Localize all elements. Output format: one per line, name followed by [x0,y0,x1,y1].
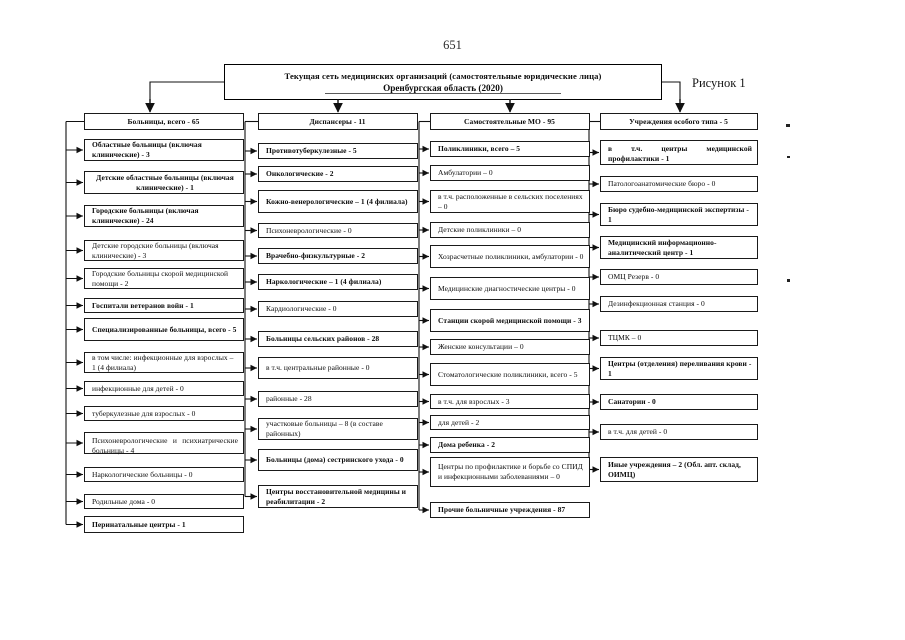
node-dispensaries-8: в т.ч. центральные районные - 0 [258,357,418,379]
node-hospitals-4: Городские больницы скорой медицинской по… [84,268,244,289]
node-special-type-6: ТЦМК – 0 [600,330,758,346]
figure-caption: Рисунок 1 [692,76,746,90]
diagram-title-box: Текущая сеть медицинских организаций (са… [224,64,662,100]
node-hospitals-13: Перинатальные центры - 1 [84,516,244,533]
node-independent-mo-5: Медицинские диагностические центры - 0 [430,277,590,300]
node-dispensaries-10: участковые больницы – 8 (в составе район… [258,418,418,440]
node-special-type-5: Дезинфекционная станция - 0 [600,296,758,312]
node-special-type-7: Центры (отделения) переливания крови - 1 [600,357,758,380]
node-independent-mo-4: Хозрасчетные поликлиники, амбулатории - … [430,245,590,268]
node-special-type-4: ОМЦ Резерв - 0 [600,269,758,285]
node-independent-mo-12: Центры по профилактике и борьбе со СПИД … [430,457,590,487]
node-dispensaries-1: Онкологические - 2 [258,166,418,182]
column-header-independent-mo: Самостоятельные МО - 95 [430,113,590,130]
node-dispensaries-0: Противотуберкулезные - 5 [258,143,418,159]
node-hospitals-7: в том числе: инфекционные для взрослых –… [84,352,244,373]
node-dispensaries-11: Больницы (дома) сестринского ухода - 0 [258,449,418,471]
node-hospitals-5: Госпитали ветеранов войн - 1 [84,298,244,313]
scan-artifact [787,156,790,158]
node-hospitals-10: Психоневрологические и психиатрические б… [84,432,244,455]
node-dispensaries-9: районные - 28 [258,391,418,407]
node-hospitals-8: инфекционные для детей - 0 [84,381,244,396]
column-header-special-type: Учреждения особого типа - 5 [600,113,758,130]
node-hospitals-1: Детские областные больницы (включая клин… [84,171,244,194]
node-independent-mo-6: Станции скорой медицинской помощи - 3 [430,309,590,332]
diagram-title-line-2: Оренбургская область (2020) [325,83,561,94]
node-hospitals-0: Областные больницы (включая клинические)… [84,139,244,161]
node-special-type-9: в т.ч. для детей - 0 [600,424,758,440]
node-special-type-1: Патологоанатомические бюро - 0 [600,176,758,192]
node-special-type-2: Бюро судебно-медицинской экспертизы - 1 [600,203,758,226]
node-independent-mo-13: Прочие больничные учреждения - 87 [430,502,590,518]
node-special-type-10: Иные учреждения – 2 (Обл. апт. склад, ОИ… [600,457,758,482]
scan-artifact [787,279,790,282]
page-number: 651 [443,38,462,52]
node-independent-mo-0: Поликлиники, всего – 5 [430,141,590,157]
node-dispensaries-5: Наркологические – 1 (4 филиала) [258,274,418,290]
node-independent-mo-2: в т.ч. расположенные в сельских поселени… [430,190,590,213]
node-independent-mo-9: в т.ч. для взрослых - 3 [430,394,590,409]
node-special-type-3: Медицинский информационно-аналитический … [600,236,758,259]
node-hospitals-6: Специализированные больницы, всего - 5 [84,318,244,341]
node-independent-mo-1: Амбулатории – 0 [430,165,590,181]
node-independent-mo-10: для детей - 2 [430,415,590,430]
node-dispensaries-7: Больницы сельских районов - 28 [258,331,418,347]
node-dispensaries-2: Кожно-венерологические – 1 (4 филиала) [258,190,418,213]
node-independent-mo-8: Стоматологические поликлиники, всего - 5 [430,363,590,386]
column-header-dispensaries: Диспансеры - 11 [258,113,418,130]
node-special-type-0: в т.ч. центры медицинской профилактики -… [600,140,758,165]
node-dispensaries-4: Врачебно-физкультурные - 2 [258,248,418,264]
column-header-hospitals: Больницы, всего - 65 [84,113,244,130]
diagram-title-line-1: Текущая сеть медицинских организаций (са… [284,70,602,81]
node-dispensaries-12: Центры восстановительной медицины и реаб… [258,485,418,508]
node-dispensaries-3: Психоневрологические - 0 [258,223,418,238]
node-independent-mo-7: Женские консультации – 0 [430,339,590,355]
node-hospitals-12: Родильные дома - 0 [84,494,244,509]
node-hospitals-9: туберкулезные для взрослых - 0 [84,406,244,421]
node-hospitals-11: Наркологические больницы - 0 [84,467,244,482]
node-hospitals-3: Детские городские больницы (включая клин… [84,240,244,261]
node-independent-mo-3: Детские поликлиники – 0 [430,222,590,238]
node-hospitals-2: Городские больницы (включая клинические)… [84,205,244,227]
node-independent-mo-11: Дома ребенка - 2 [430,437,590,453]
scan-artifact [786,124,790,127]
node-dispensaries-6: Кардиологические - 0 [258,301,418,317]
node-special-type-8: Санатории - 0 [600,394,758,410]
